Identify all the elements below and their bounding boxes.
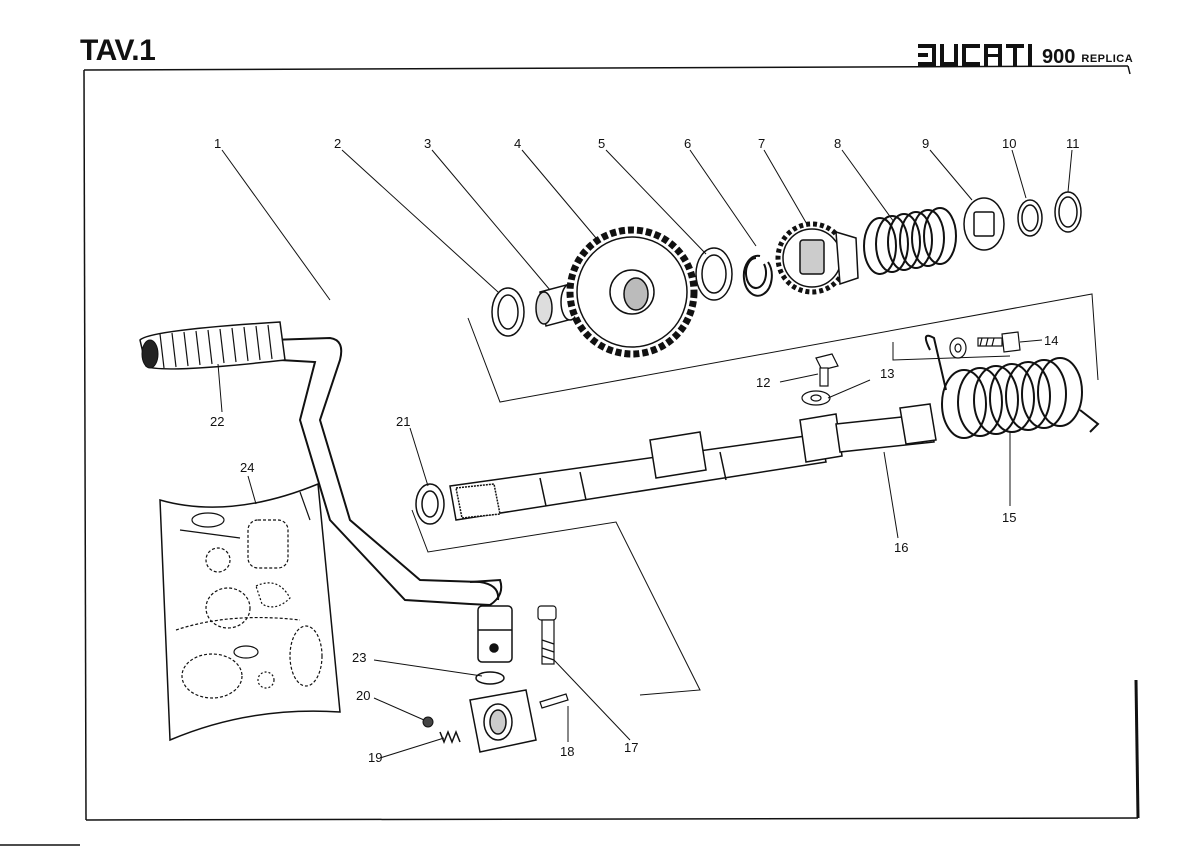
callout-13: 13	[880, 366, 894, 381]
callout-16: 16	[894, 540, 908, 555]
circlip	[742, 254, 773, 297]
cup-washer	[963, 197, 1005, 251]
o-ring-23	[475, 671, 505, 685]
callout-11: 11	[1066, 136, 1080, 151]
gear	[566, 226, 698, 358]
lever-hub	[477, 605, 513, 663]
callout-15: 15	[1002, 510, 1016, 525]
callout-14: 14	[1044, 333, 1058, 348]
hex-bolt-14	[977, 331, 1021, 353]
dowel-pin-18	[539, 693, 569, 709]
ducati-logo-icon	[918, 44, 1032, 66]
pawl-pin	[537, 605, 557, 665]
callout-9: 9	[922, 136, 929, 151]
shim-ring-small	[1017, 199, 1043, 237]
callout-2: 2	[334, 136, 341, 151]
ball-20	[422, 716, 434, 728]
callout-1: 1	[214, 136, 221, 151]
foot-peg-rubber	[139, 321, 286, 370]
thrust-washer	[695, 247, 733, 301]
kick-lever	[269, 336, 503, 607]
shaft-washer-21	[415, 483, 445, 525]
assembly-bracket-lines	[411, 293, 1099, 696]
model-number: 900	[1042, 46, 1076, 68]
callout-21: 21	[396, 414, 410, 429]
bushing-ring	[491, 287, 525, 337]
callout-18: 18	[560, 744, 574, 759]
callout-8: 8	[834, 136, 841, 151]
return-spring	[924, 334, 1100, 439]
callout-3: 3	[424, 136, 431, 151]
diagram-frame	[0, 65, 1140, 846]
table-title: TAV.1	[80, 34, 156, 67]
spring-washer-13	[801, 337, 967, 406]
callout-20: 20	[356, 688, 370, 703]
callout-23: 23	[352, 650, 366, 665]
brand-header: 900 REPLICA	[918, 38, 1133, 68]
callout-19: 19	[368, 750, 382, 765]
ratchet-housing	[469, 689, 537, 753]
callout-5: 5	[598, 136, 605, 151]
callout-leaders	[217, 149, 1073, 759]
spring-19	[439, 729, 461, 745]
callout-17: 17	[624, 740, 638, 755]
callout-7: 7	[758, 136, 765, 151]
shim-ring-large	[1054, 191, 1082, 233]
callout-22: 22	[210, 414, 224, 429]
bolt	[815, 353, 839, 387]
callout-4: 4	[514, 136, 521, 151]
ratchet-gear	[775, 221, 859, 295]
ratchet-spring	[863, 207, 957, 275]
gasket-bag	[159, 482, 341, 742]
callout-labels: 1 2 3 4 5 6 7 8 9 10 11 12 13 14 15 16 1…	[210, 136, 1080, 765]
callout-12: 12	[756, 375, 770, 390]
callout-24: 24	[240, 460, 254, 475]
kickstart-shaft	[449, 403, 937, 521]
model-variant: REPLICA	[1081, 53, 1134, 65]
callout-10: 10	[1002, 136, 1016, 151]
callout-6: 6	[684, 136, 691, 151]
